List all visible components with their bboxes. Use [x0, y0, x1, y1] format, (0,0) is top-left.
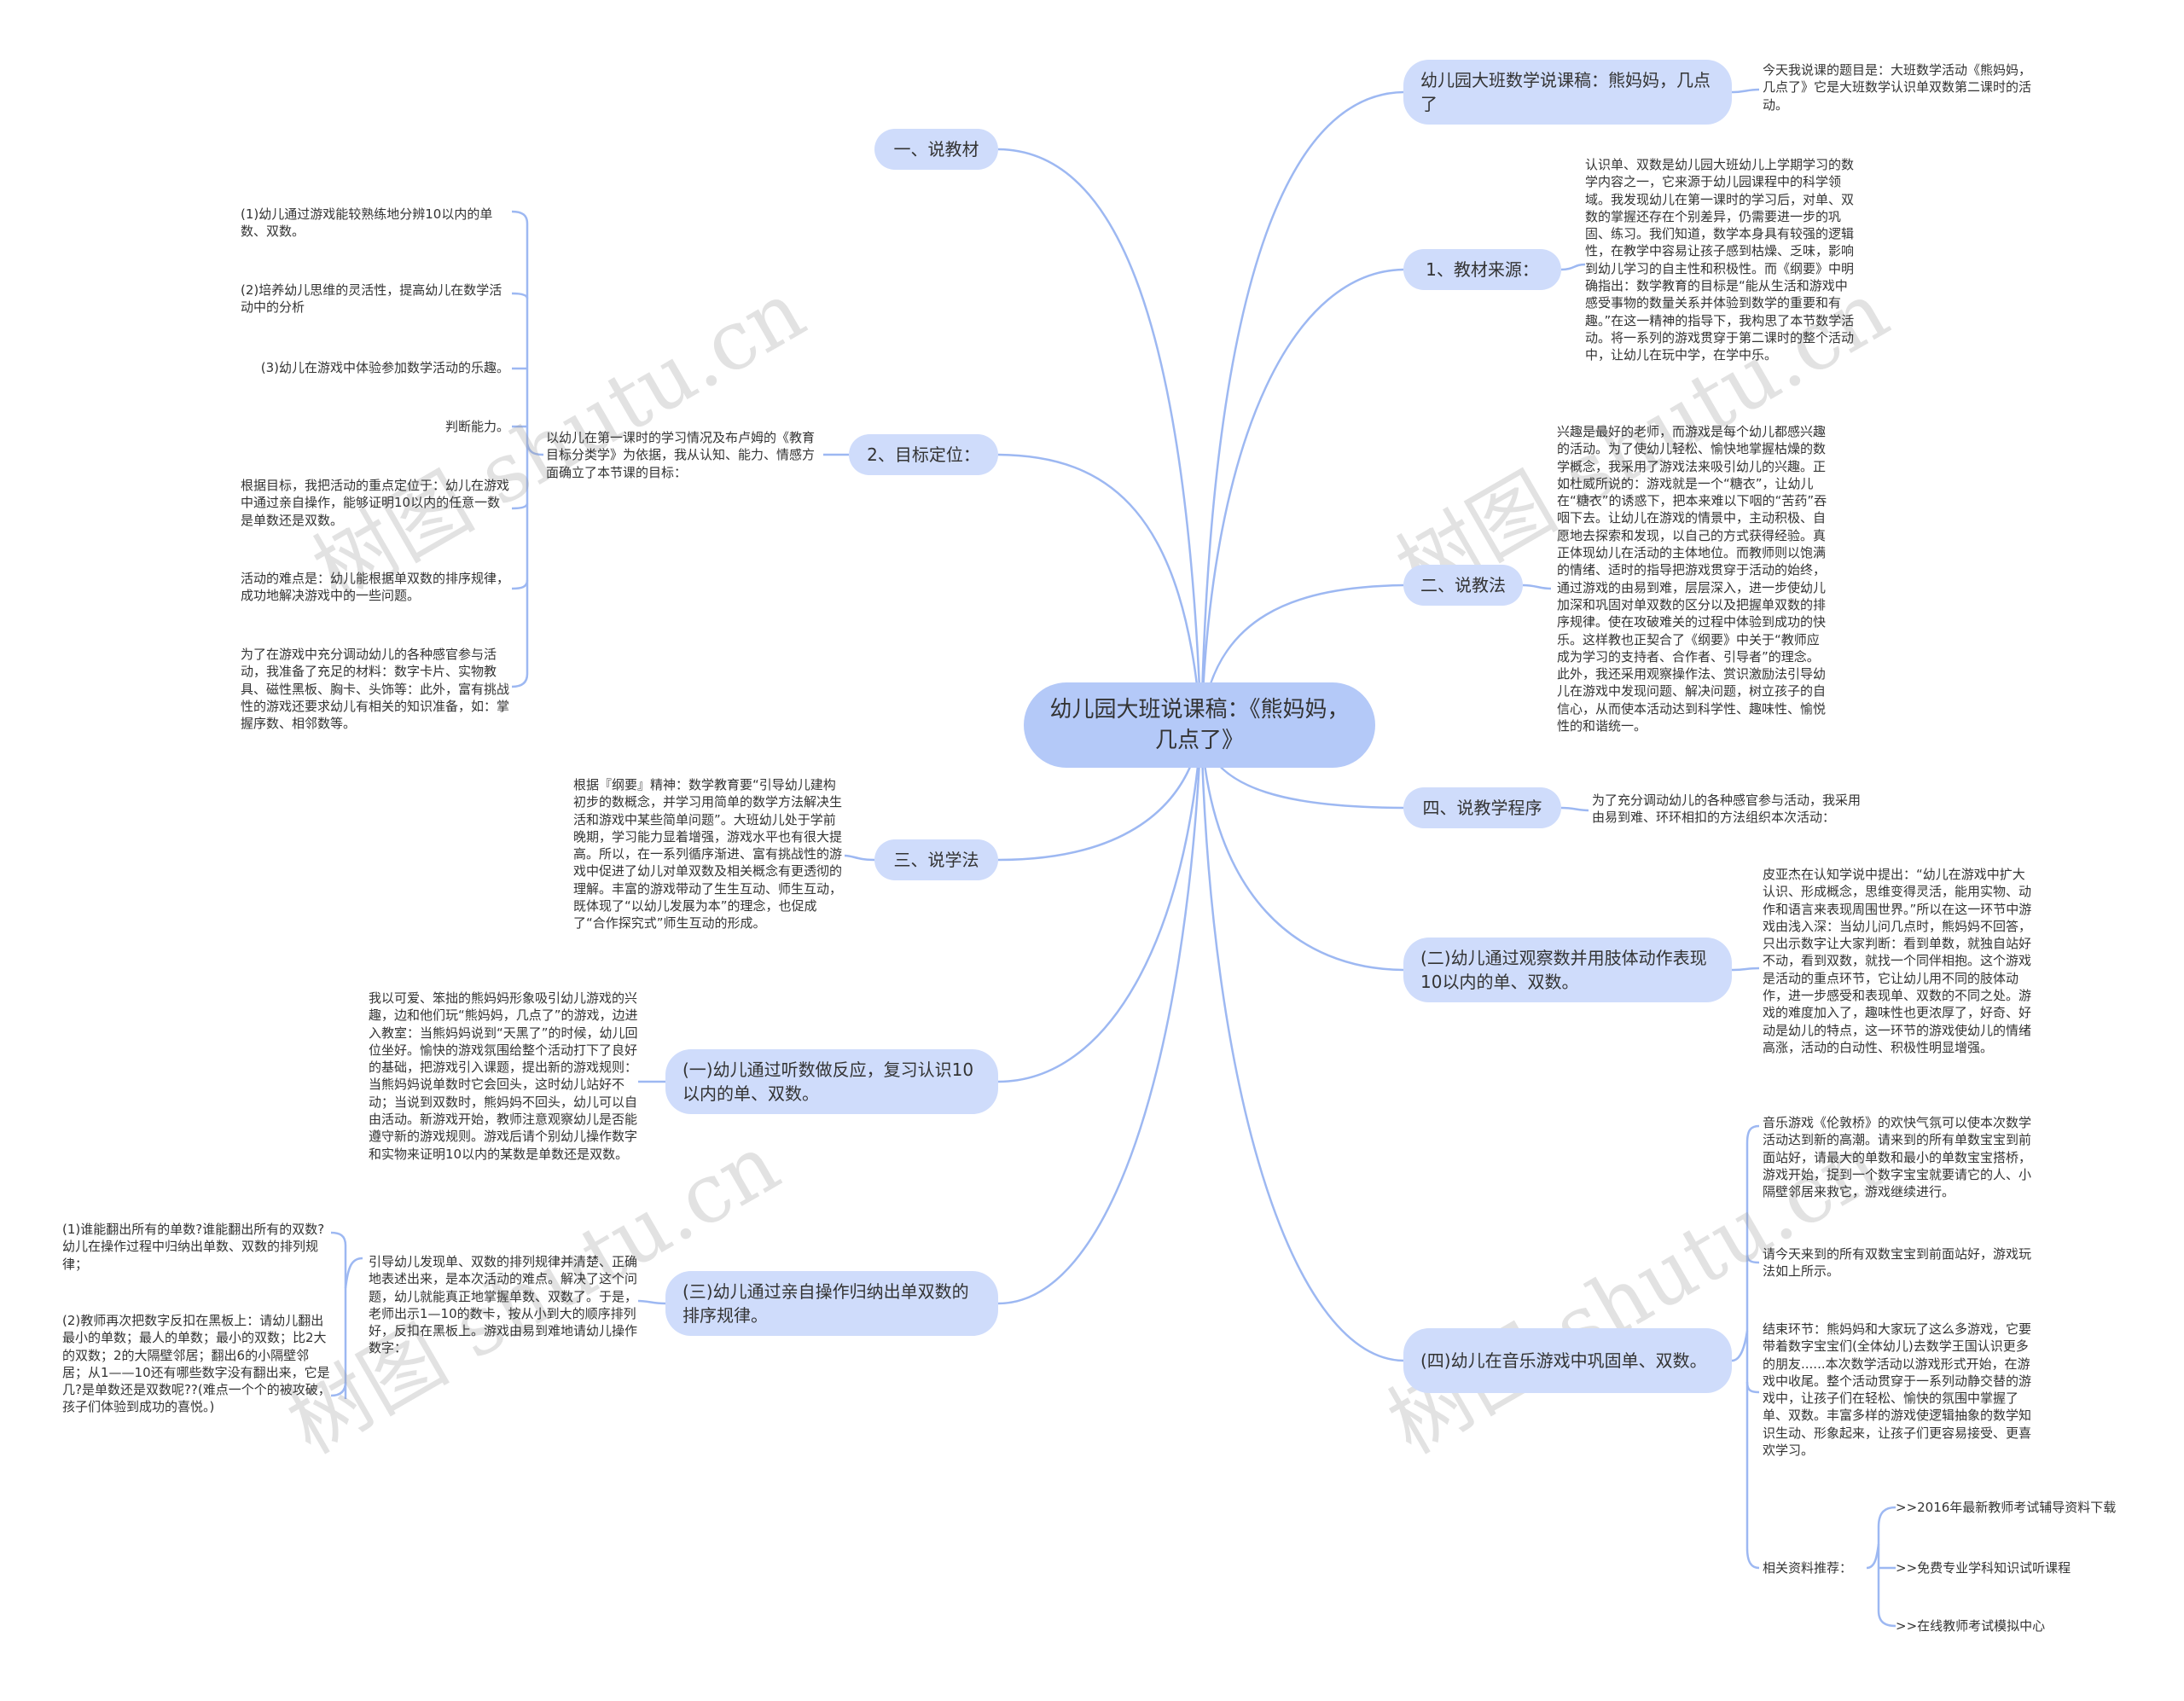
branch-r5-text: 皮亚杰在认知学说中提出：“幼儿在游戏中扩大认识、形成概念，思维变得灵活，能用实物…	[1763, 867, 2032, 1055]
l2-leaf-3: (3)幼儿在游戏中体验参加数学活动的乐趣。	[260, 360, 509, 375]
r6-bracket-t3	[1745, 1381, 1760, 1394]
l5-b2	[330, 1381, 347, 1397]
branch-l5-node[interactable]: (三)幼儿通过亲自操作归纳出单双数的排序规律。	[665, 1271, 998, 1336]
related-link-1[interactable]: >>2016年最新教师考试辅导资料下载	[1896, 1500, 2117, 1515]
branch-r5-node[interactable]: (二)幼儿通过观察数并用肢体动作表现10以内的单、双数。	[1403, 938, 1732, 1002]
l2-leaf-4: 判断能力。	[444, 419, 509, 434]
branch-l1-node[interactable]: 一、说教材	[874, 129, 998, 170]
branch-r6-node[interactable]: (四)幼儿在音乐游戏中巩固单、双数。	[1403, 1328, 1732, 1393]
branch-l2-node[interactable]: 2、目标定位：	[849, 434, 998, 475]
rel-b1	[1877, 1506, 1896, 1528]
related-link-3[interactable]: >>在线教师考试模拟中心	[1896, 1618, 2046, 1634]
branch-r4-text: 为了充分调动幼儿的各种感官参与活动，我采用由易到难、环环相扣的方法组织本次活动：	[1592, 792, 1862, 826]
related-label: 相关资料推荐：	[1763, 1560, 1853, 1576]
l2-b5	[511, 502, 529, 510]
link-r5-text	[1731, 967, 1760, 972]
link-r4-text	[1560, 806, 1589, 812]
link-center-r2	[1199, 268, 1404, 730]
link-r3-text	[1522, 583, 1552, 590]
l5-leaf-1: (1)谁能翻出所有的单数?谁能翻出所有的双数?幼儿在操作过程中归纳出单数、双数的…	[62, 1222, 325, 1272]
link-l5-text	[637, 1299, 666, 1305]
r6-bracket-rel	[1745, 1547, 1760, 1570]
r6-bracket-t2	[1745, 1253, 1760, 1264]
branch-l5-text: 引导幼儿发现单、双数的排列规律并清楚、正确地表述出来，是本次活动的难点。解决了这…	[369, 1254, 638, 1356]
branch-r2-text: 认识单、双数是幼儿园大班幼儿上学期学习的数学内容之一，它来源于幼儿园课程中的科学…	[1585, 157, 1855, 363]
l2-stem	[526, 443, 544, 456]
link-center-r1	[1199, 90, 1404, 730]
link-r6-stem	[1731, 1330, 1749, 1362]
l2-leaf-5: 根据目标，我把活动的重点定位于：幼儿在游戏中通过亲自操作，能够证明10以内的任意…	[241, 478, 510, 528]
branch-l4-node[interactable]: (一)幼儿通过听数做反应，复习认识10以内的单、双数。	[665, 1049, 998, 1114]
link-center-l5	[997, 729, 1203, 1305]
l5-leaf-2: (2)教师再次把数字反扣在黑板上：请幼儿翻出最小的单数；最人的单数；最小的双数；…	[62, 1313, 331, 1415]
l2-leaf-7: 为了在游戏中充分调动幼儿的各种感官参与活动，我准备了充足的材料：数字卡片、实物教…	[241, 647, 510, 732]
l2-leaf-1: (1)幼儿通过游戏能较熟练地分辨10以内的单数、双数。	[241, 206, 493, 240]
link-r1-text	[1731, 88, 1760, 94]
branch-l3-text: 根据『纲要』精神：数学教育要“引导幼儿建构初步的数概念，并学习用简单的数学方法解…	[573, 777, 843, 932]
rel-b3	[1877, 1610, 1896, 1628]
branch-r6-text-1: 音乐游戏《伦敦桥》的欢快气氛可以使本次数学活动达到新的高潮。请来到的所有单数宝宝…	[1763, 1115, 2032, 1200]
link-center-r5	[1199, 729, 1404, 972]
branch-l3-node[interactable]: 三、说学法	[874, 839, 998, 880]
branch-r6-text-3: 结束环节：熊妈妈和大家玩了这么多游戏，它要带着数字宝宝们(全体幼儿)去数学王国认…	[1763, 1321, 2032, 1459]
link-center-l4	[997, 729, 1203, 1083]
l2-leaf-2: (2)培养幼儿思维的灵活性，提高幼儿在数学活动中的分析	[241, 282, 502, 316]
central-topic[interactable]: 幼儿园大班说课稿：《熊妈妈，几点了》	[1024, 682, 1375, 768]
l2-leaf-6: 活动的难点是：幼儿能根据单双数的排序规律，成功地解决游戏中的一些问题。	[241, 571, 510, 604]
l5-b1	[330, 1231, 347, 1246]
r6-bracket-t1	[1745, 1124, 1760, 1144]
l5-stem	[344, 1257, 363, 1289]
link-center-l2	[997, 453, 1203, 730]
branch-l2-text: 以幼儿在第一课时的学习情况及布卢姆的《教育目标分类学》为依据，我从认知、能力、情…	[546, 430, 816, 480]
branch-r1-node[interactable]: 幼儿园大班数学说课稿：熊妈妈，几点了	[1403, 60, 1732, 125]
branch-r4-node[interactable]: 四、说教学程序	[1403, 787, 1561, 828]
link-l3-text	[844, 854, 875, 862]
branch-r6-text-2: 请今天来到的所有双数宝宝到前面站好，游戏玩法如上所示。	[1763, 1246, 2032, 1280]
branch-l4-text: 我以可爱、笨拙的熊妈妈形象吸引幼儿游戏的兴趣，边和他们玩“熊妈妈，几点了”的游戏…	[369, 990, 638, 1162]
branch-r3-text: 兴趣是最好的老师，而游戏是每个幼儿都感兴趣的活动。为了使幼儿轻松、愉快地掌握枯燥…	[1557, 424, 1827, 734]
l2-b1	[511, 210, 529, 224]
link-center-r6	[1199, 729, 1404, 1362]
branch-r1-text: 今天我说课的题目是：大班数学活动《熊妈妈，几点了》它是大班数学认识单双数第二课时…	[1763, 62, 2032, 113]
branch-r3-node[interactable]: 二、说教法	[1403, 565, 1523, 606]
link-center-l1	[997, 148, 1203, 730]
l2-b7	[511, 673, 529, 688]
l2-b6	[511, 579, 529, 590]
link-r2-text	[1560, 263, 1586, 271]
l2-b2	[511, 292, 529, 299]
related-link-2[interactable]: >>免费专业学科知识试听课程	[1896, 1560, 2071, 1576]
branch-r2-node[interactable]: 1、教材来源：	[1403, 249, 1561, 290]
